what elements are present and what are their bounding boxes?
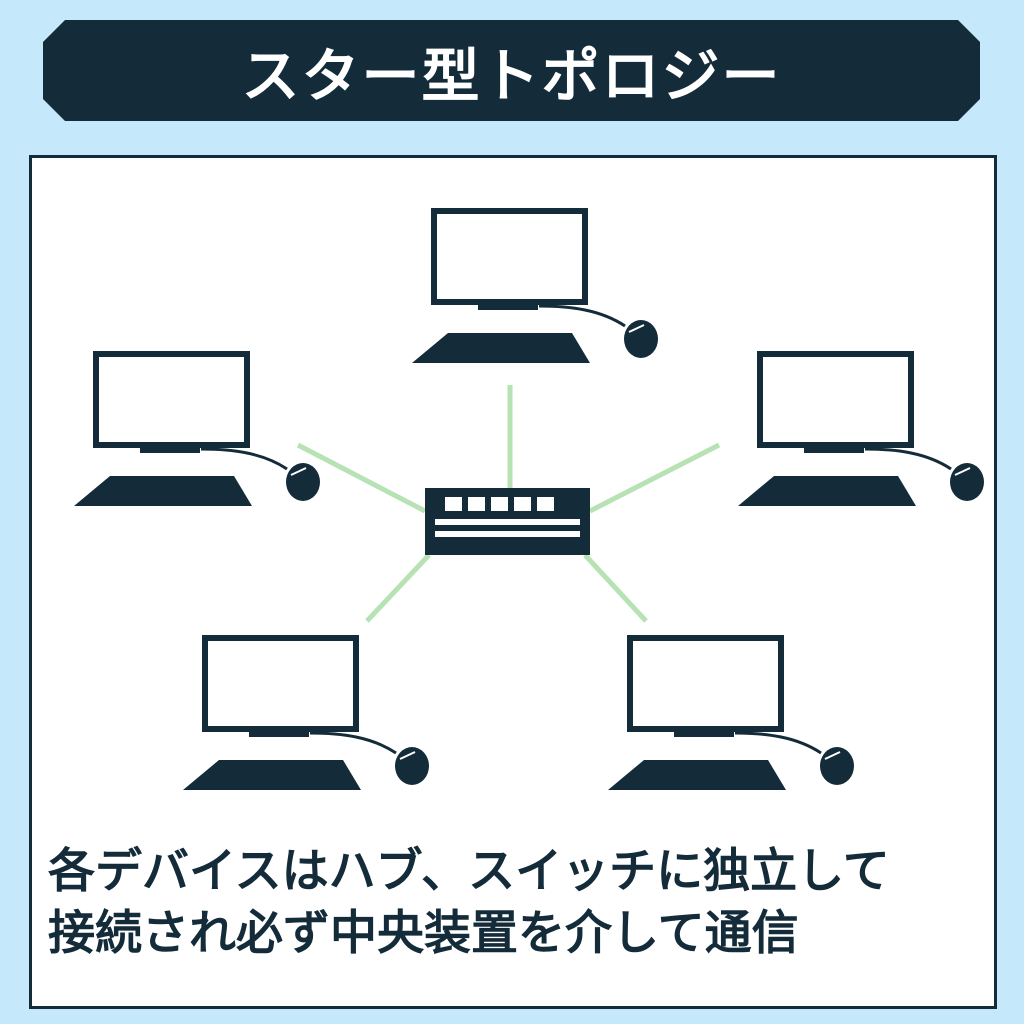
- link-bottom-right: [583, 553, 648, 623]
- desktop-computer-icon: [183, 638, 429, 790]
- link-bottom-left: [365, 553, 431, 623]
- desktop-computer-icon: [74, 354, 320, 506]
- star-topology-diagram: [32, 158, 994, 838]
- title-banner: スター型トポロジー: [43, 20, 980, 121]
- diagram-panel: 各デバイスはハブ、スイッチに独立して 接続され必ず中央装置を介して通信: [29, 155, 997, 1009]
- link-right: [588, 442, 721, 514]
- links: [296, 385, 721, 623]
- description-line-2: 接続され必ず中央装置を介して通信: [48, 906, 799, 961]
- page-title: スター型トポロジー: [241, 41, 782, 110]
- link-left: [296, 442, 427, 514]
- description-line-1: 各デバイスはハブ、スイッチに独立して: [48, 844, 890, 899]
- description-text: 各デバイスはハブ、スイッチに独立して 接続され必ず中央装置を介して通信: [48, 841, 978, 965]
- desktop-computer-icon: [738, 354, 984, 506]
- desktop-computer-icon: [412, 211, 658, 363]
- switch-hub-icon: [425, 488, 590, 555]
- desktop-computer-icon: [608, 638, 854, 790]
